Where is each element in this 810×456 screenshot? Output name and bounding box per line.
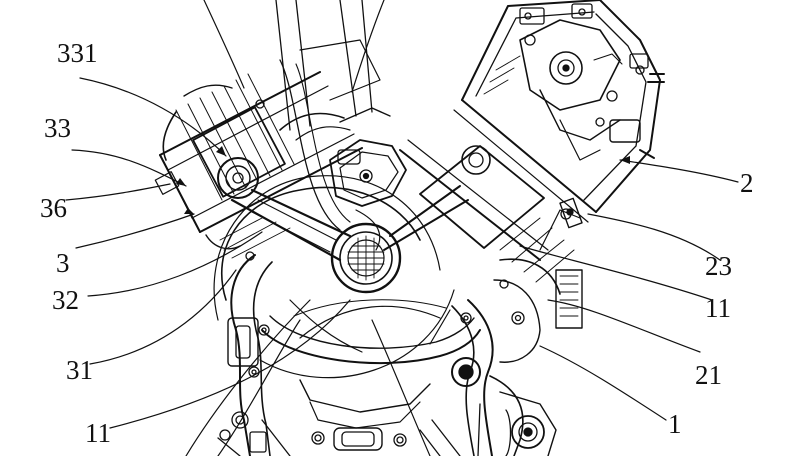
label-11-left: 11 (85, 418, 111, 448)
crankpin (330, 222, 402, 294)
cylinder-head (461, 0, 665, 229)
label-11-right: 11 (705, 293, 731, 323)
leader-lines (65, 0, 739, 456)
arrowheads (176, 146, 630, 214)
label-32: 32 (52, 285, 79, 315)
label-31: 31 (66, 355, 93, 385)
label-331: 331 (57, 38, 98, 68)
label-2: 2 (740, 168, 754, 198)
label-36: 36 (40, 193, 67, 223)
label-3: 3 (56, 248, 70, 278)
label-23: 23 (705, 251, 732, 281)
label-33: 33 (44, 113, 71, 143)
crankcase (217, 251, 557, 456)
label-1: 1 (668, 409, 682, 439)
center-v-section (255, 0, 407, 251)
rear-cylinder (383, 99, 597, 363)
label-21: 21 (695, 360, 722, 390)
front-cylinder (154, 71, 363, 262)
crank-disc (213, 175, 455, 379)
